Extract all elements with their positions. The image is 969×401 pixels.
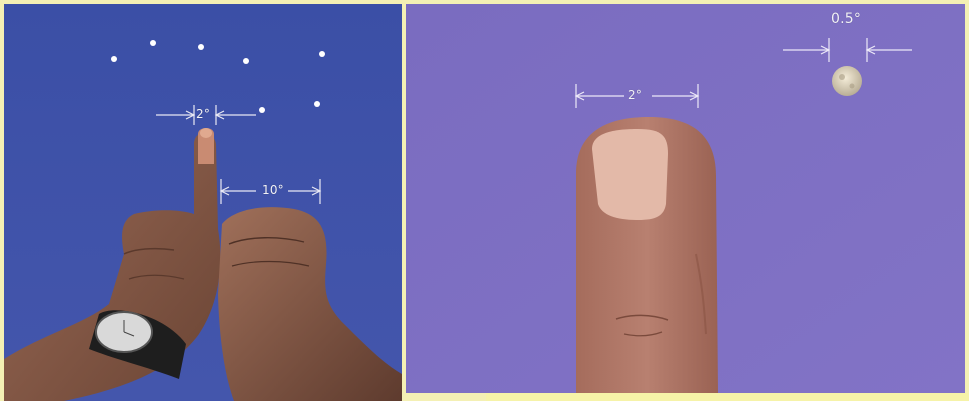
star-icon — [314, 101, 320, 107]
moon-icon — [832, 66, 862, 96]
left-panel-night-sky: 2° 10° — [4, 4, 402, 401]
thumbnail — [592, 129, 668, 220]
left-panel-art — [4, 4, 402, 401]
moon-width-label: 0.5° — [831, 11, 861, 27]
star-icon — [319, 51, 325, 57]
right-panel-art — [406, 4, 965, 393]
star-icon — [111, 56, 117, 62]
star-icon — [198, 44, 204, 50]
star-icon — [243, 58, 249, 64]
fingernail — [200, 128, 212, 138]
caption-strip — [486, 393, 969, 401]
star-icon — [150, 40, 156, 46]
thumb-width-label: 2° — [628, 88, 642, 102]
finger-width-label: 2° — [196, 107, 210, 121]
fist-width-label: 10° — [262, 183, 284, 197]
right-panel-thumb-moon: 2° 0.5° — [406, 4, 965, 393]
star-icon — [259, 107, 265, 113]
thumb — [576, 117, 718, 393]
